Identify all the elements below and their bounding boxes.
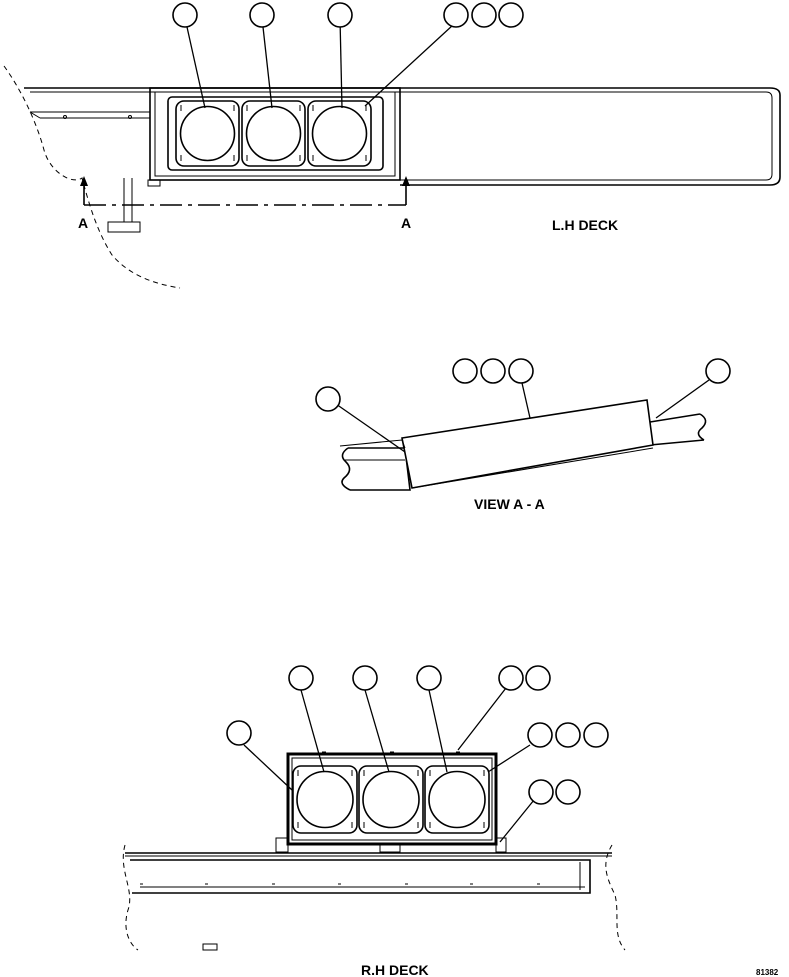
lh-battery-1-cap: [179, 105, 236, 162]
lh-callout-4a: [443, 2, 469, 28]
lh-deck-top-edge: [24, 87, 781, 186]
lh-callout-4b: [471, 2, 497, 28]
view-aa-label: VIEW A - A: [474, 496, 545, 512]
rh-callout-7a: [528, 779, 554, 805]
aa-callout-2a: [452, 358, 478, 384]
rh-callout-7b: [555, 779, 581, 805]
rh-leader-1: [243, 744, 293, 791]
rh-leader-5: [457, 687, 507, 751]
lh-leader-3: [339, 17, 343, 109]
lh-battery-2-cap: [245, 105, 302, 162]
aa-left-break: [341, 447, 351, 491]
rh-leader-3: [364, 689, 390, 773]
aa-right-break: [697, 413, 707, 441]
rh-left-break: [122, 844, 139, 951]
aa-callout-2c: [508, 358, 534, 384]
lh-leader-1: [184, 17, 206, 109]
lh-deck-view: A A L.H DECK: [3, 2, 781, 289]
lh-rail: [29, 91, 150, 119]
aa-leader-3: [655, 379, 710, 419]
rh-deck-label: R.H DECK: [361, 962, 429, 977]
aa-leader-2: [521, 382, 531, 419]
lh-callout-4c: [498, 2, 524, 28]
rh-callout-5a: [498, 665, 524, 691]
aa-left-bracket: [339, 439, 406, 449]
rh-callout-3: [352, 665, 378, 691]
rh-battery-box: [286, 752, 498, 846]
rh-callout-6a: [527, 722, 553, 748]
section-arrowhead-left: [80, 176, 88, 186]
aa-callout-1: [315, 386, 341, 412]
aa-callout-3: [705, 358, 731, 384]
aa-callout-2b: [480, 358, 506, 384]
aa-left-rail: [348, 447, 411, 491]
aa-battery-base: [411, 447, 654, 489]
rh-leader-7: [499, 799, 535, 843]
rh-battery-3-cap: [428, 770, 486, 829]
lh-bracket: [107, 178, 141, 233]
lh-battery-2: [241, 100, 306, 167]
rh-battery-box-inner: [291, 757, 493, 841]
aa-right-rail: [649, 413, 705, 446]
lh-callout-3: [327, 2, 353, 28]
lh-bolt: [147, 179, 161, 187]
rh-battery-tick-marks: [297, 770, 485, 828]
lh-rail-bolt: [63, 115, 67, 119]
lh-deck-label: L.H DECK: [552, 217, 618, 233]
figure-number: 81382: [756, 968, 779, 977]
rh-right-break: [605, 844, 626, 951]
rh-leader-4: [428, 689, 448, 773]
rh-battery-2: [358, 765, 424, 834]
aa-battery-box: [401, 399, 654, 489]
lh-leader-2: [261, 17, 273, 109]
rh-battery-1: [292, 765, 358, 834]
rh-callouts: [226, 665, 609, 843]
lh-callout-2: [249, 2, 275, 28]
view-aa: VIEW A - A: [315, 358, 731, 512]
rh-callout-5b: [525, 665, 551, 691]
rh-callout-2: [288, 665, 314, 691]
lh-battery-tray: [167, 96, 384, 171]
lh-leader-4: [364, 24, 454, 107]
rh-rail: [130, 859, 591, 894]
rh-bottom-bolt: [202, 943, 218, 951]
aa-leader-1: [335, 403, 406, 453]
rh-callout-4: [416, 665, 442, 691]
rh-battery-cells: [292, 765, 490, 834]
lh-callouts: [172, 2, 524, 109]
lh-callout-1: [172, 2, 198, 28]
lh-battery-3: [307, 100, 372, 167]
lh-battery-tick-marks: [180, 105, 367, 161]
lh-frame-edge-curve: [3, 65, 181, 289]
lh-deck-inner-edge: [30, 91, 773, 181]
aa-callouts: [315, 358, 731, 453]
lh-battery-box: [149, 87, 401, 181]
rh-deck-view: R.H DECK 81382: [122, 665, 779, 977]
rh-leader-2: [300, 689, 325, 773]
lh-battery-1: [175, 100, 240, 167]
section-arrowhead-right: [402, 176, 410, 186]
section-label-left: A: [78, 215, 88, 231]
rh-leader-6: [487, 744, 531, 773]
rh-callout-6b: [555, 722, 581, 748]
rh-battery-1-cap: [296, 770, 354, 829]
rh-callout-6c: [583, 722, 609, 748]
rh-battery-3: [424, 765, 490, 834]
rh-battery-2-cap: [362, 770, 420, 829]
rh-rail-inner: [140, 862, 585, 890]
lh-battery-3-cap: [311, 105, 368, 162]
lh-rail-bolt-2: [128, 115, 132, 119]
lh-battery-box-inner: [154, 91, 396, 177]
lh-battery-cells: [175, 100, 372, 167]
section-label-right: A: [401, 215, 411, 231]
rh-callout-1: [226, 720, 252, 746]
